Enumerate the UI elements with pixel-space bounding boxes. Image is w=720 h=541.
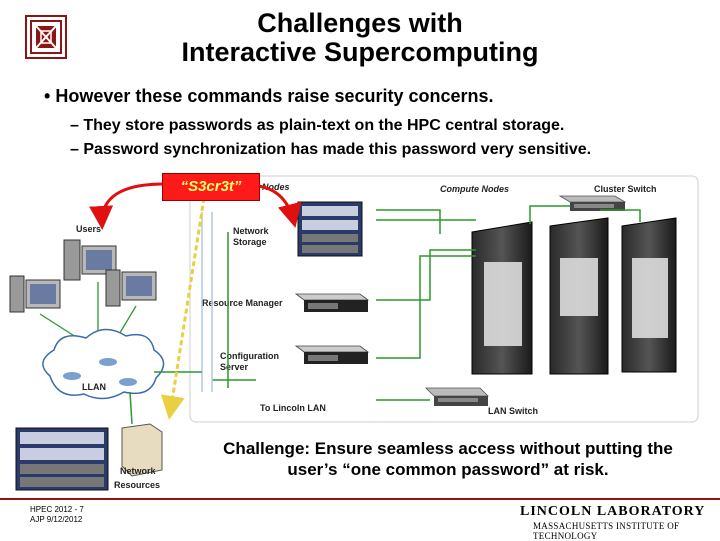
network-storage-label: Storage — [233, 237, 267, 247]
resource-manager-label: Resource Manager — [202, 298, 283, 308]
sub-bullet: – Password synchronization has made this… — [70, 141, 591, 159]
network-resources-label: Network — [120, 466, 157, 476]
sub-bullet-text: Password synchronization has made this p… — [83, 141, 592, 158]
llan-label: LLAN — [82, 382, 106, 392]
network-resources-storage-icon — [15, 427, 109, 491]
footer-divider — [0, 498, 720, 500]
network-storage-icon — [297, 201, 363, 257]
sub-bullet-dash: – — [70, 141, 79, 158]
footer-event: HPEC 2012 - 7 — [30, 505, 84, 514]
page-title-line1: Challenges with — [257, 8, 463, 38]
user-workstation-icon — [9, 275, 61, 313]
lab-affiliation: MASSACHUSETTS INSTITUTE OF TECHNOLOGY — [533, 521, 680, 541]
lan-switch-icon — [425, 387, 489, 406]
compute-rack-icon — [621, 217, 677, 373]
llan-cloud-icon — [42, 328, 165, 400]
users-label: Users — [76, 224, 101, 234]
password-arrow-storage — [257, 184, 302, 228]
service-nodes-label: Nodes — [262, 182, 290, 192]
to-lincoln-lan-label: To Lincoln LAN — [260, 403, 326, 413]
user-workstation-icon — [105, 269, 157, 307]
challenge-text: Challenge: Ensure seamless access withou… — [223, 439, 673, 479]
configuration-server-icon — [294, 345, 370, 364]
network-storage-label: Network — [233, 226, 270, 236]
password-sync-arrow — [160, 197, 206, 420]
network-links — [212, 205, 641, 401]
bullet-marker: • — [44, 86, 51, 106]
cluster-switch-label: Cluster Switch — [594, 184, 657, 194]
compute-rack-icon — [549, 217, 609, 375]
cluster-switch-icon — [558, 195, 627, 211]
network-resources-server-icon — [121, 423, 163, 477]
footer-author-date: AJP 9/12/2012 — [30, 515, 83, 524]
compute-nodes-label: Compute Nodes — [440, 184, 509, 194]
lab-name: LINCOLN LABORATORY — [520, 504, 706, 519]
lincoln-lab-logo-icon — [25, 15, 67, 59]
lan-switch-label: LAN Switch — [488, 406, 538, 416]
network-resources-label: Resources — [114, 480, 160, 490]
page-title-line2: Interactive Supercomputing — [181, 37, 539, 67]
resource-manager-server-icon — [294, 293, 370, 312]
bullet-text: However these commands raise security co… — [55, 86, 494, 106]
sub-bullet: – They store passwords as plain-text on … — [70, 117, 564, 135]
user-workstation-icon — [63, 239, 117, 281]
configuration-server-label: Server — [220, 362, 249, 372]
configuration-server-label: Configuration — [220, 351, 279, 361]
password-arrow-users — [89, 182, 165, 230]
sub-bullet-dash: – — [70, 117, 79, 134]
compute-rack-icon — [471, 221, 533, 375]
network-diagram: Nodes Compute Nodes Cluster Switch Netwo… — [9, 175, 699, 491]
sub-bullet-text: They store passwords as plain-text on th… — [83, 117, 565, 134]
main-bullet: • However these commands raise security … — [44, 86, 494, 107]
password-box: “S3cr3t” — [162, 173, 260, 201]
